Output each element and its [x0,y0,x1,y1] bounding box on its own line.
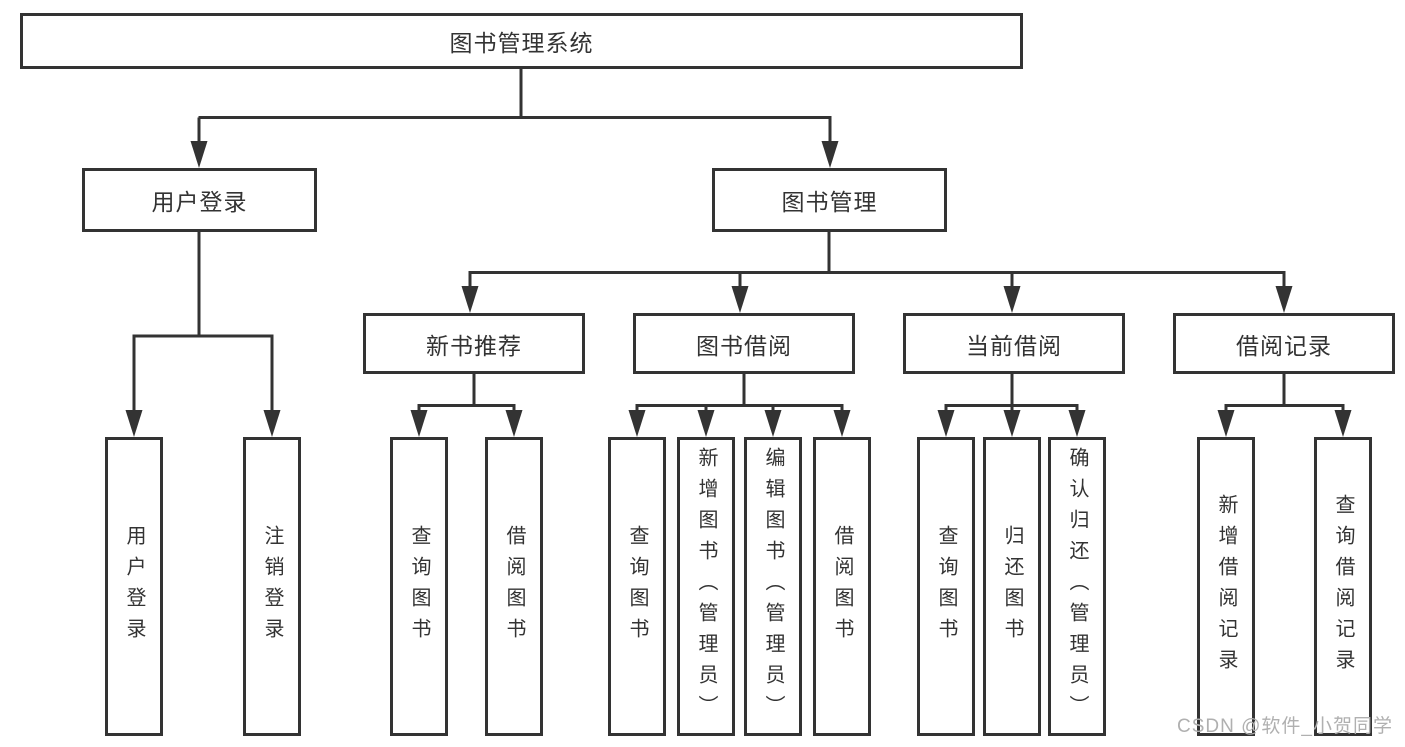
connector-current-borrow-to-leaves [944,374,1079,414]
leaf-label: 借阅图书 [831,524,853,649]
arrow-down-icon [821,141,839,168]
leaf-label: 查询图书 [408,524,430,649]
leaf-logout: 注销登录 [243,437,301,736]
arrow-down-icon [1334,410,1352,437]
connector-borrow-records-to-leaves [1224,374,1345,414]
leaf-add-books-admin: 新增图书（管理员） [677,437,735,736]
arrow-down-icon [937,410,955,437]
leaf-label: 新增图书（管理员） [695,447,717,726]
arrow-down-icon [628,410,646,437]
leaf-query-books-current: 查询图书 [917,437,975,736]
arrow-down-icon [505,410,523,437]
leaf-query-books-borrow: 查询图书 [608,437,666,736]
leaf-label: 新增借阅记录 [1215,493,1237,680]
arrow-down-icon [190,141,208,168]
node-root: 图书管理系统 [20,13,1023,69]
node-label: 用户登录 [151,189,248,215]
arrow-down-icon [263,410,281,437]
leaf-borrow-books-recommend: 借阅图书 [485,437,543,736]
node-label: 图书管理 [781,189,878,215]
leaf-label: 编辑图书（管理员） [762,447,784,726]
csdn-watermark: CSDN @软件_小贺同学 [1177,716,1393,737]
leaf-label: 查询图书 [935,524,957,649]
connector-new-books-to-leaves [417,374,516,414]
leaf-label: 用户登录 [123,524,145,649]
leaf-return-books: 归还图书 [983,437,1041,736]
node-label: 图书借阅 [696,332,792,359]
node-book-management: 图书管理 [712,168,947,232]
connector-user-login-to-leaves [132,232,274,413]
node-new-book-recommend: 新书推荐 [363,313,585,374]
leaf-label: 注销登录 [261,524,283,649]
leaf-label: 确认归还（管理员） [1066,447,1088,726]
arrow-down-icon [697,410,715,437]
leaf-label: 查询图书 [626,524,648,649]
node-user-login: 用户登录 [82,168,317,232]
arrow-down-icon [731,286,749,313]
arrow-down-icon [461,286,479,313]
leaf-label: 借阅图书 [503,524,525,649]
leaf-add-borrow-record: 新增借阅记录 [1197,437,1255,736]
leaf-label: 查询借阅记录 [1332,493,1354,680]
node-label: 借阅记录 [1236,332,1332,359]
leaf-user-login: 用户登录 [105,437,163,736]
node-borrowing-records: 借阅记录 [1173,313,1395,374]
connector-book-borrow-to-leaves [635,374,844,414]
arrow-down-icon [833,410,851,437]
leaf-label: 归还图书 [1001,524,1023,649]
node-label: 新书推荐 [426,332,522,359]
arrow-down-icon [1003,286,1021,313]
leaf-edit-books-admin: 编辑图书（管理员） [744,437,802,736]
arrow-down-icon [1068,410,1086,437]
node-label: 当前借阅 [966,332,1062,359]
arrow-down-icon [1003,410,1021,437]
leaf-confirm-return-admin: 确认归还（管理员） [1048,437,1106,736]
arrow-down-icon [1275,286,1293,313]
leaf-query-borrow-record: 查询借阅记录 [1314,437,1372,736]
arrow-down-icon [125,410,143,437]
connector-root-to-level2 [197,69,832,142]
node-root-label: 图书管理系统 [449,30,594,56]
arrow-down-icon [410,410,428,437]
arrow-down-icon [764,410,782,437]
leaf-borrow-books: 借阅图书 [813,437,871,736]
arrow-down-icon [1217,410,1235,437]
leaf-query-books-recommend: 查询图书 [390,437,448,736]
node-current-borrowing: 当前借阅 [903,313,1125,374]
connector-book-management-to-level3 [468,232,1286,289]
node-book-borrowing: 图书借阅 [633,313,855,374]
